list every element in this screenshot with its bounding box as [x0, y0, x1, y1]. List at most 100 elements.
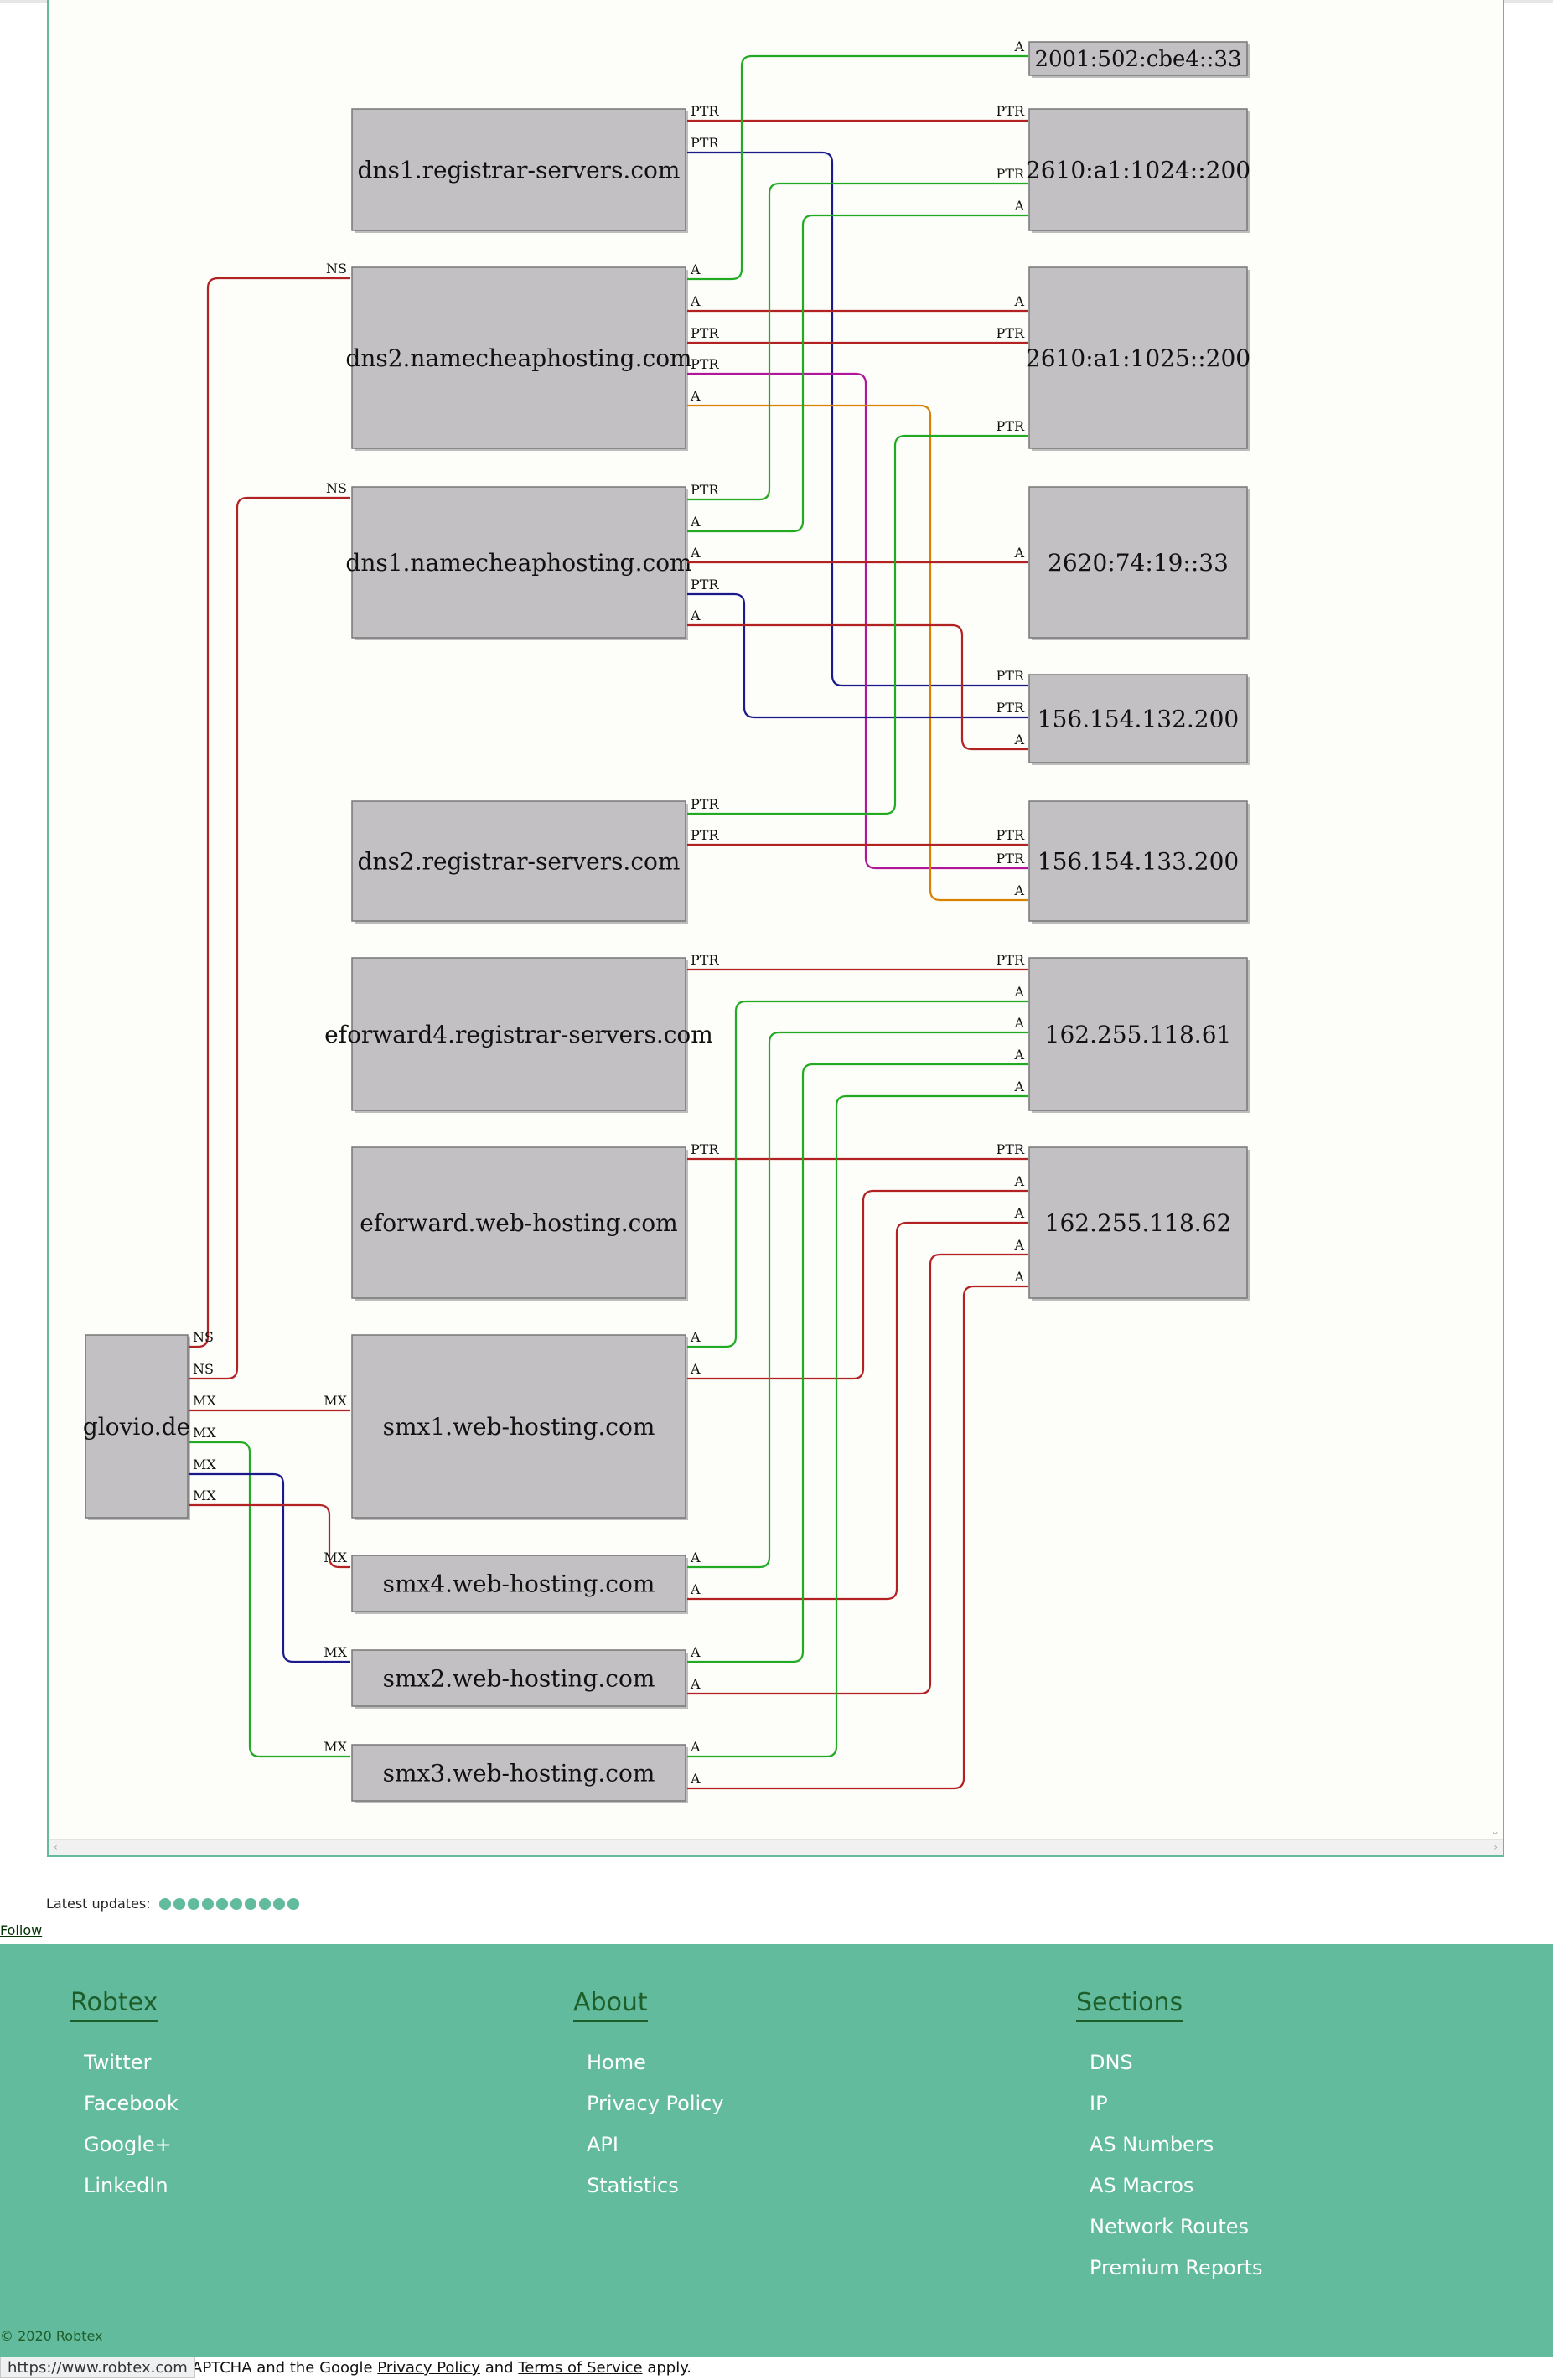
scroll-left-icon[interactable]: ‹: [54, 1841, 58, 1853]
recaptcha-notice: APTCHA and the Google Privacy Policy and…: [0, 2357, 1553, 2380]
footer-link-dns[interactable]: DNS: [1090, 2051, 1133, 2074]
footer-link-facebook[interactable]: Facebook: [84, 2092, 179, 2115]
edge-line: [687, 1063, 1028, 1663]
node-box: [351, 266, 686, 449]
scroll-down-icon[interactable]: ⌄: [1490, 1825, 1499, 1837]
update-dot[interactable]: [244, 1897, 256, 1910]
edge-line: [687, 1285, 1028, 1790]
edge-label: A: [690, 1550, 701, 1565]
edge-label: NS: [326, 480, 347, 496]
node-box: [351, 1555, 686, 1612]
footer-link-api[interactable]: API: [587, 2133, 619, 2156]
node-box: [1028, 108, 1248, 231]
footer-link-network-routes[interactable]: Network Routes: [1090, 2215, 1250, 2238]
edge-label: A: [690, 293, 701, 309]
edge-label: PTR: [997, 668, 1025, 684]
edge-label: A: [1013, 1269, 1024, 1285]
edge-line: [189, 1472, 350, 1663]
update-dot[interactable]: [173, 1897, 185, 1910]
node-label: smx3.web-hosting.com: [383, 1759, 655, 1787]
node-label: dns1.namecheaphosting.com: [345, 549, 691, 577]
scroll-right-icon[interactable]: ›: [1493, 1841, 1498, 1853]
edge-line: [189, 1503, 350, 1569]
node-box: [1028, 1146, 1248, 1299]
node-label: smx1.web-hosting.com: [383, 1413, 655, 1441]
edge-label: PTR: [691, 356, 719, 372]
dns-graph: 2001:502:cbe4::33dns1.registrar-servers.…: [83, 39, 1250, 1803]
edge-label: MX: [193, 1393, 216, 1409]
edge-label: A: [1013, 1237, 1024, 1253]
edge-label: PTR: [691, 952, 719, 968]
footer-heading-sections: Sections: [1076, 1988, 1183, 2022]
footer-link-as-macros[interactable]: AS Macros: [1090, 2174, 1194, 2197]
recaptcha-privacy-link[interactable]: Privacy Policy: [377, 2359, 480, 2377]
update-dot[interactable]: [187, 1897, 199, 1910]
edge-line: [189, 1441, 350, 1758]
edge-label: PTR: [691, 827, 719, 843]
edge-label: A: [690, 1329, 701, 1345]
node-label: 156.154.132.200: [1038, 705, 1239, 732]
edge-label: A: [1013, 1173, 1024, 1189]
node-label: glovio.de: [83, 1413, 190, 1441]
edge-label: MX: [324, 1393, 347, 1409]
edge-label: A: [690, 1739, 701, 1755]
node-box: [1028, 957, 1248, 1111]
footer-link-twitter[interactable]: Twitter: [84, 2051, 152, 2074]
edge-label: A: [690, 1644, 701, 1660]
follow-link[interactable]: Follow: [0, 1922, 43, 1938]
node-box: [1028, 486, 1248, 639]
edge-label: MX: [193, 1456, 216, 1472]
recaptcha-terms-link[interactable]: Terms of Service: [518, 2359, 643, 2377]
footer-link-statistics[interactable]: Statistics: [587, 2174, 679, 2197]
recaptcha-post-text: apply.: [642, 2359, 692, 2377]
horizontal-scrollbar[interactable]: ‹ ›: [49, 1839, 1503, 1855]
edge-label: A: [1013, 1015, 1024, 1031]
node-label: 2610:a1:1024::200: [1026, 156, 1250, 184]
edge-line: [687, 592, 1028, 719]
edge-label: A: [690, 608, 701, 623]
edge-label: PTR: [997, 166, 1025, 182]
edge-label: MX: [193, 1425, 216, 1441]
node-label: 156.154.133.200: [1038, 847, 1239, 875]
update-dot[interactable]: [287, 1897, 299, 1910]
footer-link-googleplus[interactable]: Google+: [84, 2133, 172, 2156]
edge-line: [687, 151, 1028, 687]
node-label: 2001:502:cbe4::33: [1034, 47, 1241, 72]
update-dot[interactable]: [230, 1897, 242, 1910]
footer-link-premium-reports[interactable]: Premium Reports: [1090, 2256, 1263, 2279]
footer-link-linkedin[interactable]: LinkedIn: [84, 2174, 168, 2197]
edge-line: [687, 1189, 1028, 1380]
footer-link-privacy-policy[interactable]: Privacy Policy: [587, 2092, 724, 2115]
node-label: smx4.web-hosting.com: [383, 1570, 655, 1597]
node-box: [1028, 674, 1248, 763]
footer-link-home[interactable]: Home: [587, 2051, 646, 2074]
edge-label: MX: [193, 1488, 216, 1503]
node-box: [351, 486, 686, 639]
edge-label: A: [690, 1361, 701, 1377]
latest-updates-dots: [158, 1897, 299, 1910]
update-dot[interactable]: [158, 1897, 171, 1910]
node-box: [1028, 266, 1248, 449]
edge-label: NS: [193, 1361, 214, 1377]
edge-label: PTR: [691, 482, 719, 498]
footer-link-as-numbers[interactable]: AS Numbers: [1090, 2133, 1214, 2156]
update-dot[interactable]: [272, 1897, 285, 1910]
edge-line: [687, 404, 1028, 902]
update-dot[interactable]: [215, 1897, 228, 1910]
edge-label: A: [1013, 1047, 1024, 1063]
node-label: 2610:a1:1025::200: [1026, 344, 1250, 372]
edge-line: [687, 1094, 1028, 1758]
edge-label: A: [690, 545, 701, 561]
edge-label: A: [1013, 1205, 1024, 1221]
footer-column-about: About Home Privacy Policy API Statistics: [573, 1988, 724, 2215]
copyright: © 2020 Robtex: [0, 2328, 103, 2344]
node-box: [1028, 800, 1248, 922]
edge-line: [189, 496, 350, 1380]
footer-link-ip[interactable]: IP: [1090, 2092, 1108, 2115]
node-box: [85, 1334, 189, 1519]
edge-line: [189, 277, 350, 1348]
update-dot[interactable]: [258, 1897, 271, 1910]
footer-heading-about: About: [573, 1988, 648, 2022]
update-dot[interactable]: [201, 1897, 214, 1910]
